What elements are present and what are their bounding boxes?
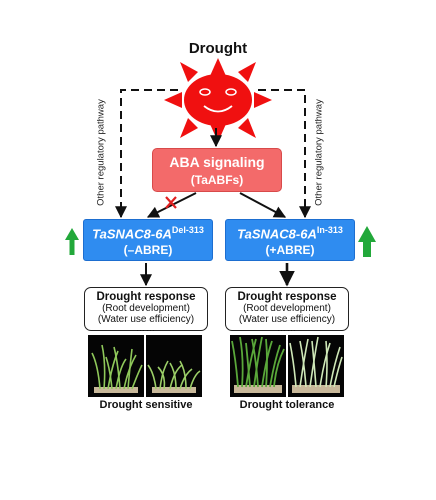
gene-subtitle: (+ABRE) [265,243,315,258]
gene-superscript: In-313 [316,225,343,235]
plant-photo-tolerant-1 [230,335,286,397]
dashed-pathway-left [115,89,178,219]
aba-box-subtitle: (TaABFs) [190,173,244,187]
response-more: …… [136,323,156,333]
gene-box-in: TaSNAC8-6AIn-313 (+ABRE) [225,219,355,261]
plant-photo-sensitive-2 [146,335,202,397]
diagram-title: Drought [188,40,248,57]
cross-mark-icon [165,196,177,209]
caption-drought-sensitive: Drought sensitive [99,399,193,411]
dashed-pathway-right [258,89,311,219]
arrow-aba-to-right-gene [239,192,287,218]
up-arrow-icon [358,226,376,257]
response-heading: Drought response [237,291,337,303]
side-label-left: Other regulatory pathway [95,99,107,206]
response-more: …… [277,323,297,333]
drought-response-box-left: Drought response (Root development) (Wat… [84,287,208,333]
response-heading: Drought response [96,291,196,303]
aba-signaling-box: ABA signaling (TaABFs) [152,148,282,192]
caption-drought-tolerance: Drought tolerance [239,399,335,411]
response-item: (Root development) [102,303,190,314]
gene-name: TaSNAC8-6A [92,226,172,242]
response-item: (Root development) [243,303,331,314]
gene-box-del: TaSNAC8-6ADel-313 (–ABRE) [83,219,213,261]
up-arrow-icon [65,228,79,255]
sun-icon [164,58,272,142]
plant-photo-tolerant-2 [288,335,344,397]
plant-photo-sensitive-1 [88,335,144,397]
gene-superscript: Del-313 [171,225,204,235]
gene-name: TaSNAC8-6A [237,226,317,242]
response-item: (Water use efficiency) [97,314,195,325]
drought-response-box-right: Drought response (Root development) (Wat… [225,287,349,333]
side-label-right: Other regulatory pathway [313,99,325,206]
response-item: (Water use efficiency) [238,314,336,325]
aba-box-title: ABA signaling [169,154,265,170]
gene-subtitle: (–ABRE) [123,243,173,258]
